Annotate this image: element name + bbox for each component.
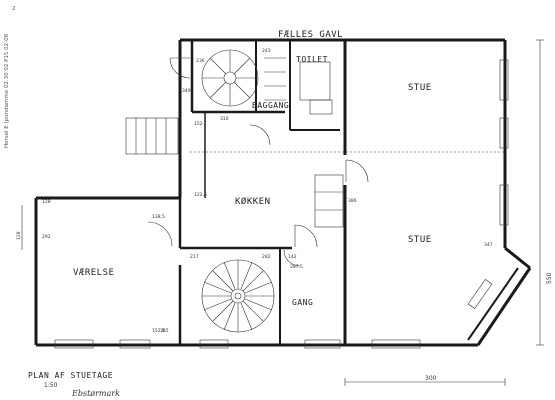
dim-217: 217	[190, 254, 199, 260]
dim-347: 347	[484, 242, 493, 248]
label-vaerelse: VÆRELSE	[73, 268, 114, 278]
label-koekken: KØKKEN	[235, 196, 271, 207]
plan-title: PLAN AF STUETAGE	[28, 371, 113, 380]
dim-292: 292	[42, 234, 51, 240]
dim-128: 128	[42, 199, 51, 205]
kitchen-fixtures	[299, 61, 344, 228]
dim-550-right: 550	[546, 272, 553, 284]
page-number: 2	[12, 6, 16, 12]
label-faelles-gavl: FÆLLES GAVL	[278, 30, 343, 40]
label-stue-bottom: STUE	[408, 235, 432, 245]
dim-365: 365	[160, 328, 169, 334]
label-stue-top: STUE	[408, 83, 432, 93]
bottom-spiral-staircase	[201, 259, 275, 333]
architect-signature: Ebstørmark	[71, 389, 120, 398]
dim-152: 152	[194, 121, 203, 127]
dim-236: 236	[196, 58, 205, 64]
windows	[54, 59, 509, 349]
dim-152-5: 152,5	[152, 328, 165, 334]
label-gang: GANG	[292, 298, 313, 307]
dimension-annotations: 236 243 349 152 310 122,5 138,5 128 292 …	[16, 48, 493, 334]
doors	[147, 57, 369, 267]
dim-386: 386	[348, 198, 357, 204]
dim-287-5: 287,5	[290, 264, 303, 270]
dim-122-5: 122,5	[194, 192, 207, 198]
dim-310: 310	[220, 116, 229, 122]
top-spiral-staircase	[201, 49, 286, 107]
plan-scale: 1:50	[44, 382, 58, 389]
label-toilet: TOILET	[296, 55, 328, 64]
overall-dimension-lines: 300 550	[21, 39, 553, 386]
dim-138-5: 138,5	[152, 214, 165, 220]
dim-300-bottom: 300	[425, 375, 437, 382]
dim-349: 349	[182, 88, 191, 94]
dim-142: 142	[288, 254, 297, 260]
dim-282: 282	[262, 254, 271, 260]
archive-stamp: Horsel E (pundamme 02.30 02 P15 02-08	[4, 33, 10, 148]
exterior-steps	[125, 117, 179, 155]
label-baggang: BAGGANG	[252, 101, 289, 110]
interior-walls	[178, 40, 505, 345]
dim-128-left: 128	[16, 231, 22, 240]
dim-243: 243	[262, 48, 271, 54]
